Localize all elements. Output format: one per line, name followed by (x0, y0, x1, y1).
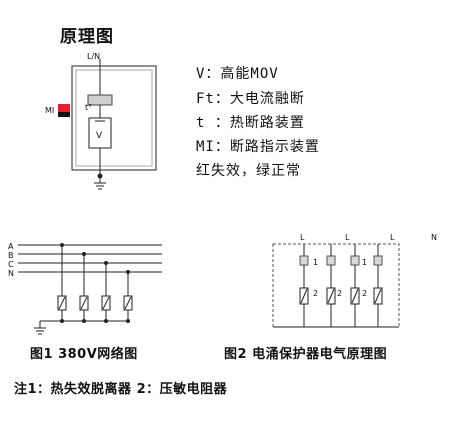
fig2-top-label-1: L (300, 233, 305, 242)
module-inner-outline (75, 69, 153, 167)
fig1-caption: 图1 380V网络图 (30, 347, 138, 362)
varistor-slash (327, 288, 335, 304)
fig2-label-1b: 1 (362, 258, 367, 267)
line-label-n: N (8, 269, 14, 278)
legend-line-2: Ft：大电流融断 (196, 91, 305, 107)
fig2-label-2b: 2 (337, 289, 342, 298)
ground-junction-dot (126, 319, 130, 323)
thermal-disconnector-box (326, 255, 336, 266)
footnote: 注1：热失效脱离器 2：压敏电阻器 (14, 382, 228, 397)
varistor-slash (351, 288, 359, 304)
mi-label: MI (45, 106, 54, 115)
fig1-spd-group (57, 243, 133, 323)
legend-line-1: V：高能MOV (196, 66, 279, 82)
ground-junction-dot (60, 319, 64, 323)
fault-indicator-black (58, 112, 70, 117)
spd-varistor-slash (102, 296, 110, 310)
spd-module-diagram (71, 59, 157, 190)
varistor-slash (374, 288, 382, 304)
fig2-top-label-4: N (431, 233, 437, 242)
fig2-label-2c: 2 (362, 289, 367, 298)
fig2-top-label-3: L (390, 233, 395, 242)
fault-indicator-red (58, 104, 70, 112)
ln-label: L/N (87, 52, 100, 61)
legend-line-3: t ：热断路装置 (196, 115, 305, 131)
ground-junction-dot (82, 319, 86, 323)
fig2-branch-group (299, 244, 383, 327)
thermal-t-label: t° (85, 103, 92, 112)
legend-line-4: MI：断路指示装置 (196, 139, 320, 155)
fig2-label-2a: 2 (313, 289, 318, 298)
fig2-caption: 图2 电涌保护器电气原理图 (224, 347, 388, 362)
varistor-slash (300, 288, 308, 304)
spd-varistor-slash (124, 296, 132, 310)
line-label-c: C (8, 260, 14, 269)
page-title: 原理图 (60, 27, 114, 47)
line-label-a: A (8, 242, 14, 251)
thermal-disconnector-box (373, 255, 383, 266)
thermal-disconnector-box (299, 255, 309, 266)
spd-varistor-slash (80, 296, 88, 310)
fig1-network-diagram (18, 244, 162, 335)
fig2-top-label-2: L (345, 233, 350, 242)
module-outline (71, 65, 157, 171)
spd-varistor-slash (58, 296, 66, 310)
varistor-v-label: V (96, 131, 103, 141)
fig2-label-1a: 1 (313, 258, 318, 267)
thermal-disconnector-box (350, 255, 360, 266)
line-label-b: B (8, 251, 14, 260)
legend-line-5: 红失效，绿正常 (196, 163, 301, 179)
ground-junction-dot (104, 319, 108, 323)
